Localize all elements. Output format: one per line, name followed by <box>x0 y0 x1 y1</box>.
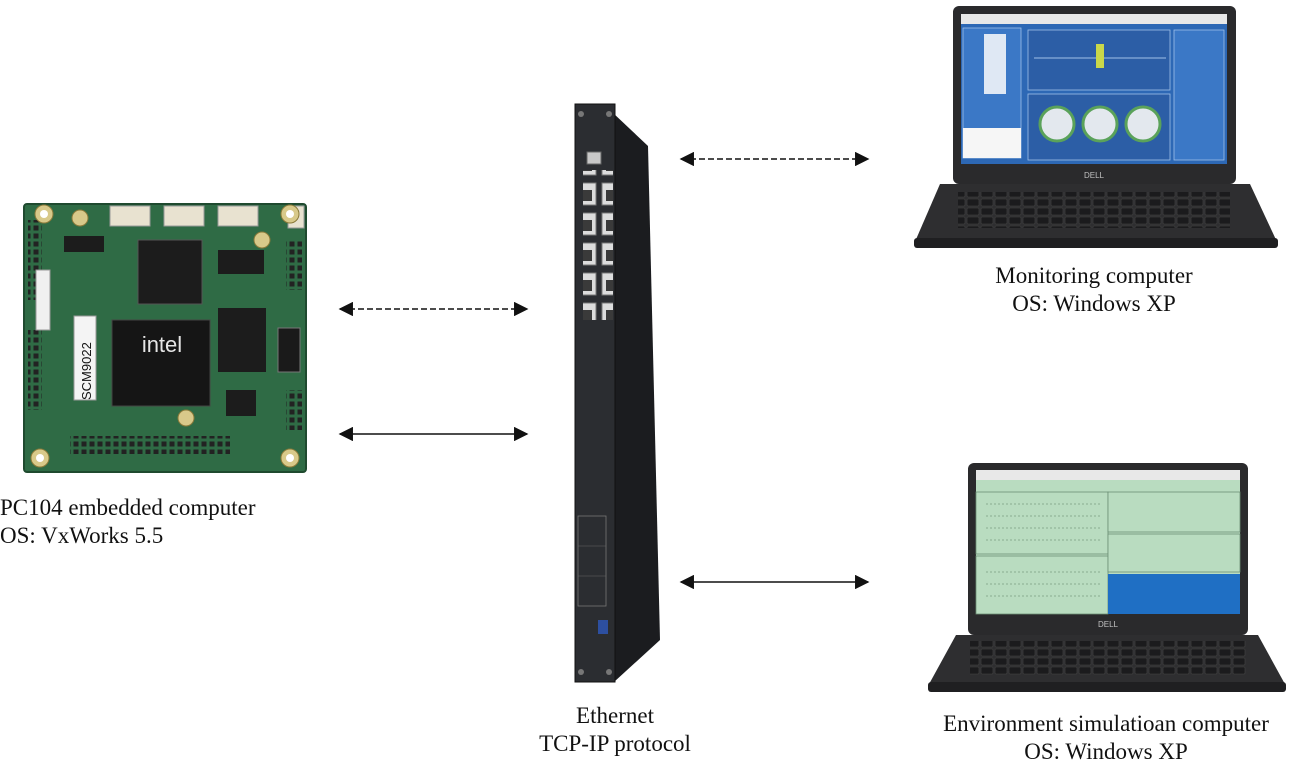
envsim-os: OS: Windows XP <box>1024 739 1188 764</box>
pc104-name: PC104 embedded computer <box>0 495 256 520</box>
board-brand-label: intel <box>142 332 182 357</box>
envsim-laptop-image <box>928 463 1286 692</box>
envsim-name: Environment simulatioan computer <box>943 711 1269 736</box>
switch-caption: Ethernet TCP-IP protocol <box>495 702 735 758</box>
monitor-os: OS: Windows XP <box>1012 291 1176 316</box>
monitoring-laptop-brand: DELL <box>1084 171 1105 180</box>
board-model-label: SCM9022 <box>79 342 94 400</box>
envsim-caption: Environment simulatioan computer OS: Win… <box>914 710 1298 766</box>
envsim-laptop-brand: DELL <box>1098 620 1119 629</box>
ethernet-switch-image <box>574 103 660 683</box>
switch-protocol: TCP-IP protocol <box>539 731 691 756</box>
switch-name: Ethernet <box>576 703 654 728</box>
monitoring-laptop-image <box>914 6 1278 248</box>
pc104-caption: PC104 embedded computer OS: VxWorks 5.5 <box>0 494 256 550</box>
monitor-name: Monitoring computer <box>995 263 1193 288</box>
pc104-os: OS: VxWorks 5.5 <box>0 523 164 548</box>
pc104-board-image <box>23 203 307 473</box>
monitor-caption: Monitoring computer OS: Windows XP <box>944 262 1244 318</box>
